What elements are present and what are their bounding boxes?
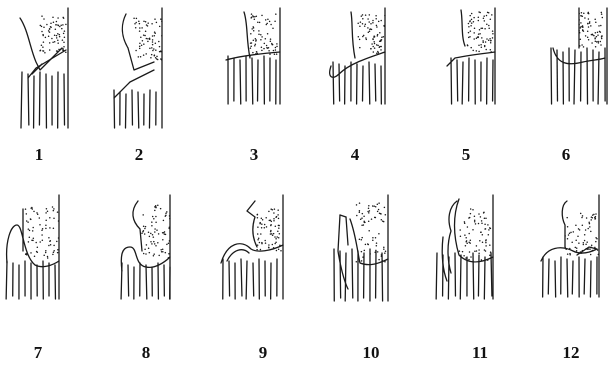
hatching <box>121 263 170 299</box>
panel-3-sketch <box>226 8 280 104</box>
panel-8-label: 8 <box>142 343 151 362</box>
panel-12-label: 12 <box>563 343 580 362</box>
panel-2-sketch <box>114 8 163 128</box>
hatching <box>436 253 492 299</box>
stipple <box>256 208 281 251</box>
hatching <box>21 72 65 128</box>
panel-4-label: 4 <box>351 145 360 164</box>
panel-9-sketch <box>221 195 283 299</box>
panel-5-sketch <box>447 8 495 104</box>
upper-part-outline <box>244 12 250 58</box>
hatching <box>223 259 277 299</box>
hatching <box>334 249 383 301</box>
hatching <box>551 48 605 104</box>
hatching <box>114 90 156 128</box>
panel-7-label: 7 <box>34 343 43 362</box>
hatching <box>451 58 493 104</box>
panel-7-sketch <box>6 195 59 299</box>
panel-12-sketch <box>541 195 599 297</box>
panel-1-label: 1 <box>35 145 44 164</box>
secondary-line <box>227 250 249 261</box>
panel-3-label: 3 <box>250 145 259 164</box>
stipple <box>467 11 494 52</box>
panel-5-label: 5 <box>462 145 471 164</box>
stipple <box>459 208 492 261</box>
panel-4-sketch <box>330 8 386 104</box>
hatching <box>6 261 55 299</box>
stipple <box>250 13 278 56</box>
hatching <box>333 62 381 104</box>
stipple <box>564 213 599 256</box>
stipple <box>25 206 60 259</box>
upper-part-outline <box>351 12 355 58</box>
panel-11-label: 11 <box>472 343 488 362</box>
panel-6-label: 6 <box>562 145 571 164</box>
upper-part-outline <box>247 201 257 247</box>
panel-1-sketch <box>20 8 68 128</box>
panel-9-label: 9 <box>259 343 268 362</box>
stipple <box>133 18 162 61</box>
upper-part-outline <box>133 201 142 251</box>
panel-2-label: 2 <box>135 145 144 164</box>
panel-10-sketch <box>334 195 388 301</box>
panel-11-sketch <box>436 195 493 299</box>
panel-8-sketch <box>121 195 170 299</box>
upper-part-outline <box>122 14 154 70</box>
interface-line <box>447 52 495 66</box>
interface-line <box>553 48 605 64</box>
stipple <box>357 14 385 54</box>
panel-10-label: 10 <box>363 343 380 362</box>
interface-line <box>221 244 283 263</box>
hatching <box>228 56 276 104</box>
stipple <box>141 204 170 258</box>
panel-6-sketch <box>551 8 607 104</box>
stipple <box>578 12 603 48</box>
hatching <box>543 257 597 297</box>
upper-part-outline <box>562 201 567 247</box>
secondary-line <box>340 215 346 217</box>
upper-part-outline <box>461 10 465 46</box>
upper-part-outline <box>20 18 62 70</box>
